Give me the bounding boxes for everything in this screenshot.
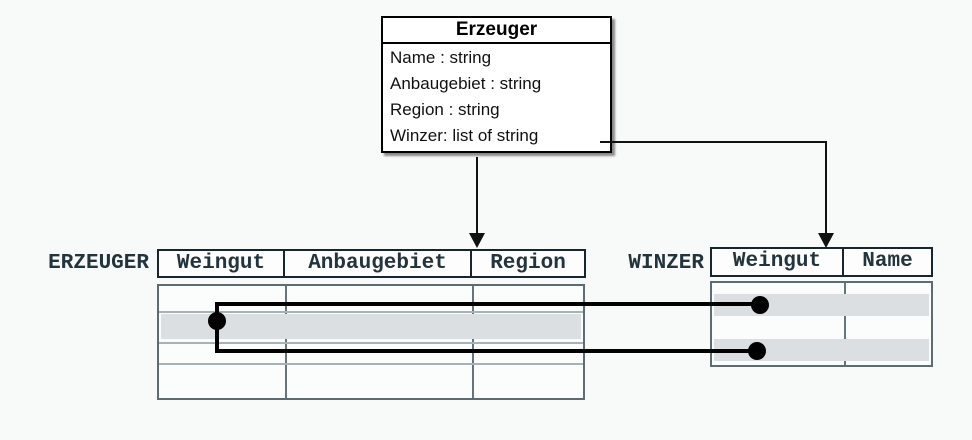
class-box-erzeuger: Erzeuger Name : string Anbaugebiet : str…	[381, 16, 612, 153]
class-attribute-region: Region : string	[390, 100, 500, 119]
winzer-column-weingut: Weingut	[712, 249, 844, 275]
arrow-line-winzer-vertical	[825, 141, 827, 234]
connector-dot-winzer-row1	[751, 296, 769, 314]
winzer-table-label: WINZER	[628, 252, 704, 275]
erzeuger-row-line-2	[159, 342, 583, 344]
arrow-line-classbox-to-erzeuger	[476, 157, 478, 234]
erzeuger-row-line-3	[159, 363, 583, 365]
class-attribute-name: Name : string	[390, 48, 492, 67]
class-attribute-anbaugebiet: Anbaugebiet : string	[390, 74, 542, 93]
winzer-highlighted-row-2	[714, 339, 929, 361]
erzeuger-table-header: Weingut Anbaugebiet Region	[157, 249, 586, 278]
connector-top-horizontal	[215, 302, 760, 306]
erzeuger-column-region: Region	[490, 252, 566, 275]
winzer-table-header: Weingut Name	[710, 247, 933, 277]
arrow-down-icon	[469, 233, 485, 248]
winzer-table-body	[710, 281, 933, 367]
connector-dot-winzer-row2	[748, 342, 766, 360]
class-attribute-list: Name : string Anbaugebiet : string Regio…	[383, 44, 610, 149]
erzeuger-table-label: ERZEUGER	[48, 252, 149, 275]
class-attribute-winzer: Winzer: list of string	[390, 126, 539, 145]
winzer-body-divider	[844, 283, 846, 365]
erzeuger-column-anbaugebiet: Anbaugebiet	[285, 251, 472, 276]
erzeuger-row-line-1	[159, 311, 583, 313]
connector-bottom-horizontal	[215, 349, 757, 353]
erzeuger-column-weingut: Weingut	[159, 251, 285, 276]
connector-dot-erzeuger	[208, 312, 226, 330]
arrow-line-winzer-horizontal	[600, 141, 827, 143]
arrow-down-icon	[818, 233, 834, 248]
winzer-column-name: Name	[862, 250, 913, 273]
class-title: Erzeuger	[383, 18, 610, 44]
erzeuger-highlighted-row	[161, 314, 581, 339]
